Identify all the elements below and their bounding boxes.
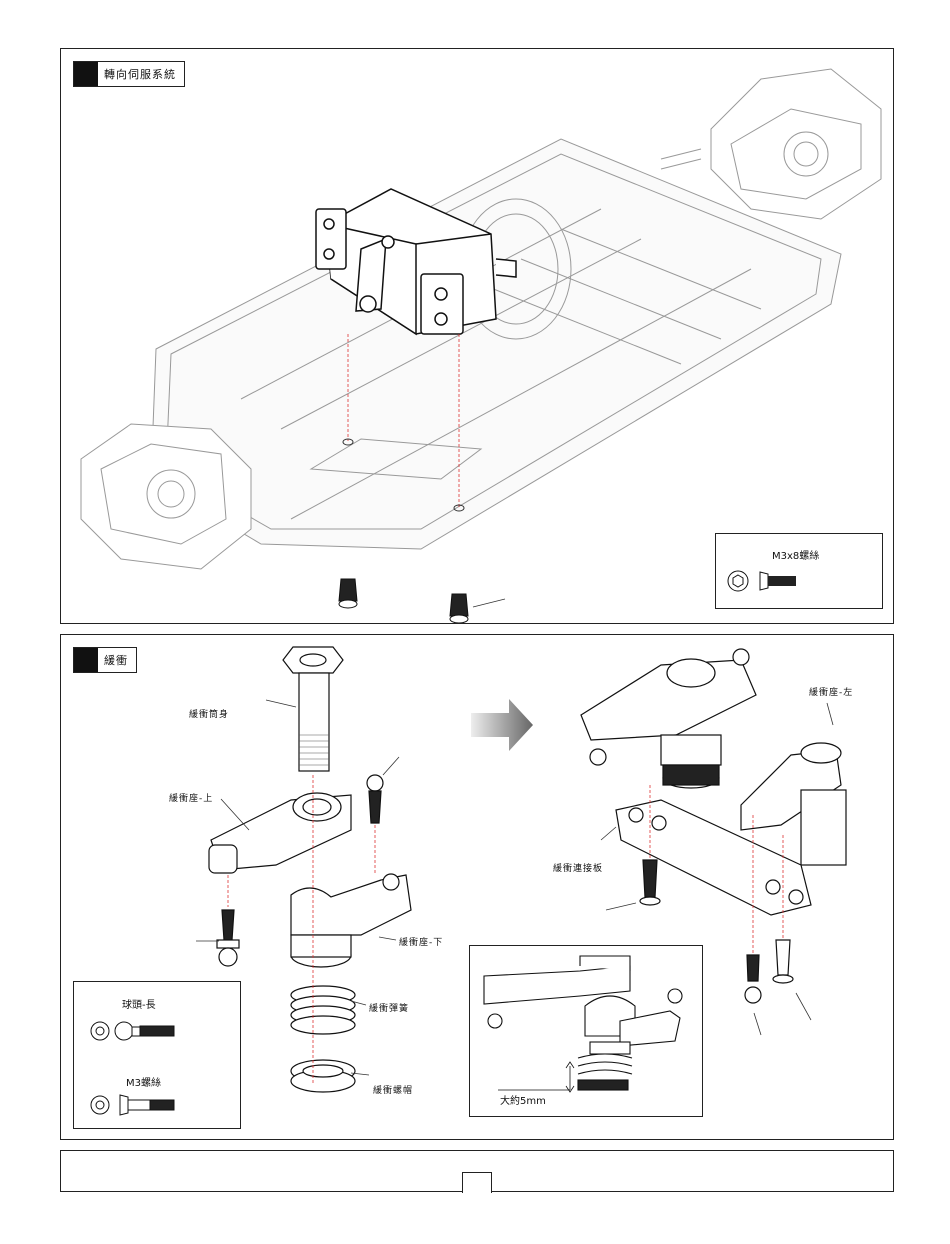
label-seat-lower: 緩衝座-下 (399, 935, 443, 948)
label-spring: 緩衝彈簧 (369, 1001, 409, 1014)
parts-icons (74, 982, 240, 1128)
m3x8-screw-icon (716, 534, 882, 608)
approx-5mm-label: 大約5mm (500, 1092, 546, 1107)
ball-long-icon (91, 1022, 174, 1040)
parts-box: 球頭-長 M3螺絲 (73, 981, 241, 1129)
label-seat-left: 緩衝座-左 (809, 685, 853, 698)
screw-info-box: M3x8螺絲 (715, 533, 883, 609)
label-cylinder: 緩衝筒身 (189, 707, 229, 720)
label-link-plate: 緩衝連接板 (553, 861, 603, 874)
steering-servo-panel: 轉向伺服系統 (60, 48, 894, 624)
footer-tab-gap (464, 1188, 489, 1192)
spring-preload-detail (470, 946, 702, 1116)
label-seat-upper: 緩衝座-上 (169, 791, 213, 804)
m3-screw-icon (91, 1095, 174, 1115)
detail-box: 大約5mm (469, 945, 703, 1117)
label-nut: 緩衝螺帽 (373, 1083, 413, 1096)
shock-panel: 緩衝 (60, 634, 894, 1140)
